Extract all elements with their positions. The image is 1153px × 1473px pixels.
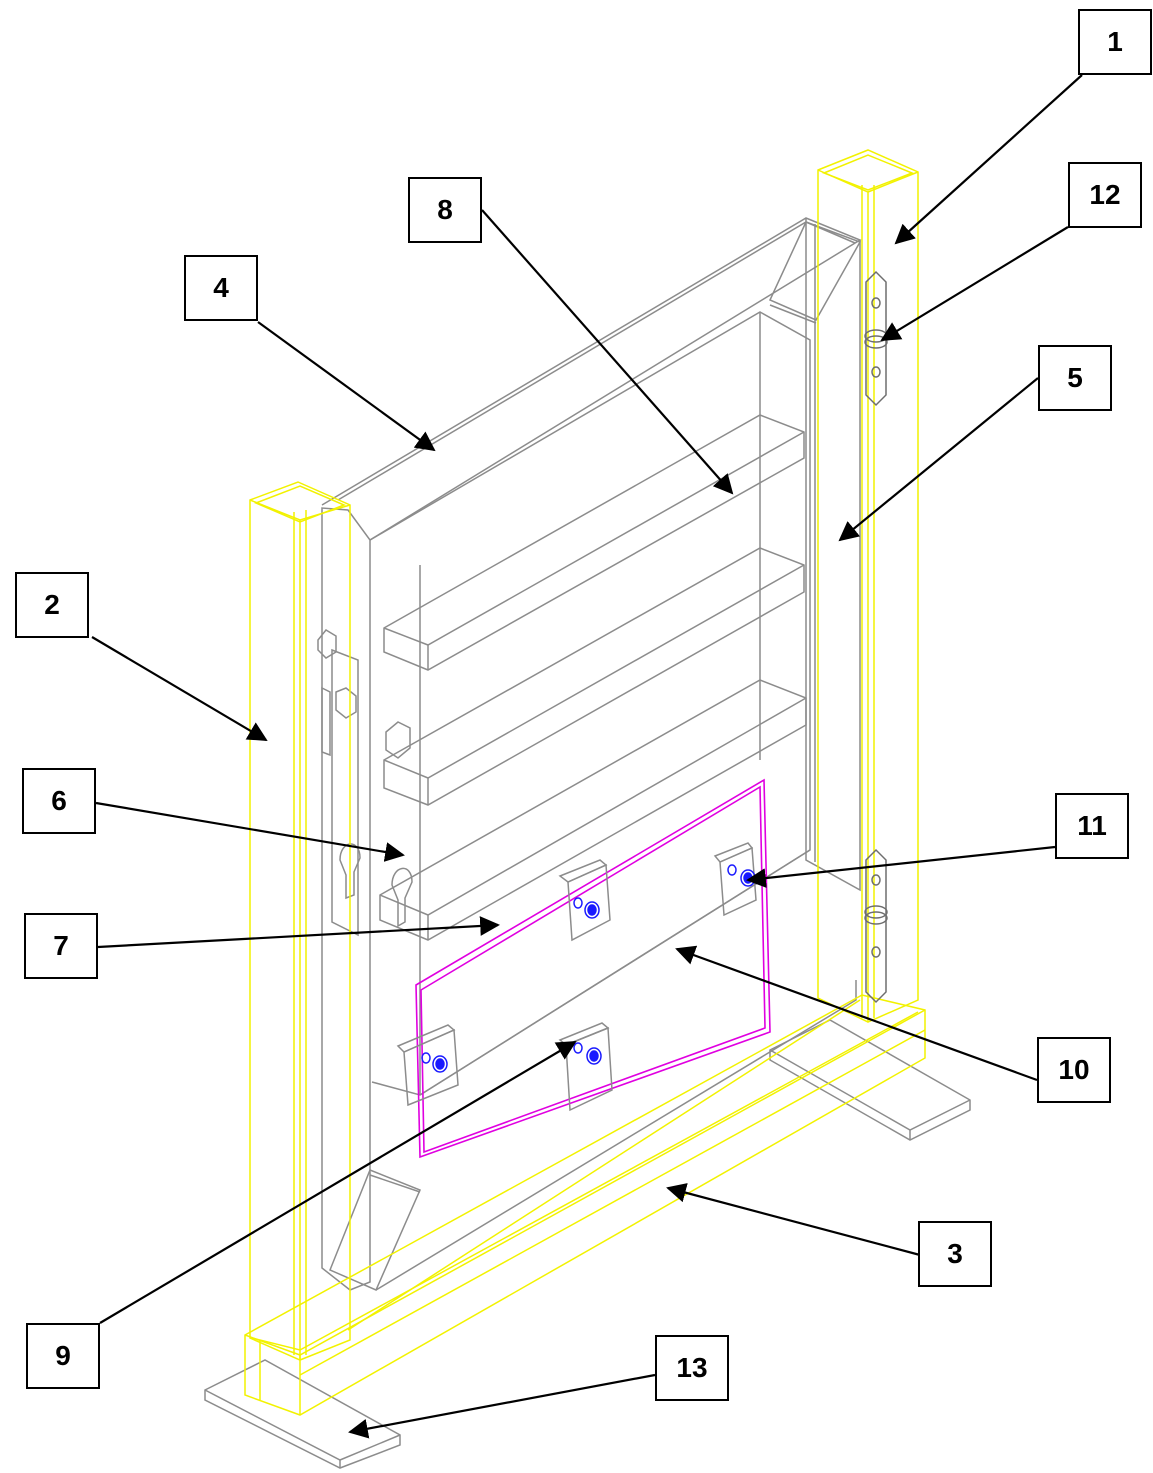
callout-7-text: 7 xyxy=(53,930,69,961)
callout-4: 4 xyxy=(184,255,258,321)
callout-2: 2 xyxy=(15,572,89,638)
leader-13 xyxy=(348,1373,656,1439)
leader-5 xyxy=(838,377,1039,542)
callout-3: 3 xyxy=(918,1221,992,1287)
callout-6: 6 xyxy=(22,768,96,834)
leader-1 xyxy=(894,74,1083,245)
brackets xyxy=(396,842,757,1112)
leader-4 xyxy=(257,321,436,452)
callout-12: 12 xyxy=(1068,162,1142,228)
callout-13: 13 xyxy=(655,1335,729,1401)
leader-6 xyxy=(95,801,405,862)
callout-5-text: 5 xyxy=(1067,362,1083,393)
callout-6-text: 6 xyxy=(51,785,67,816)
leader-8 xyxy=(481,209,734,495)
hinge-bottom xyxy=(864,848,888,1004)
leader-2 xyxy=(91,636,268,742)
leader-10 xyxy=(675,945,1038,1082)
callout-10: 10 xyxy=(1037,1037,1111,1103)
callout-10-text: 10 xyxy=(1058,1054,1090,1085)
bolts xyxy=(421,864,756,1073)
outer-frame xyxy=(244,149,926,1416)
leader-lines xyxy=(91,74,1083,1439)
callout-5: 5 xyxy=(1038,345,1112,411)
gate-leaf xyxy=(317,217,862,1291)
callout-12-text: 12 xyxy=(1089,179,1121,210)
callout-1-text: 1 xyxy=(1107,26,1123,57)
callout-2-text: 2 xyxy=(44,589,60,620)
callout-1: 1 xyxy=(1078,9,1152,75)
callout-9: 9 xyxy=(26,1323,100,1389)
callout-3-text: 3 xyxy=(947,1238,963,1269)
callout-9-text: 9 xyxy=(55,1340,71,1371)
callout-13-text: 13 xyxy=(676,1352,708,1383)
callout-8-text: 8 xyxy=(437,194,453,225)
panel-sheet xyxy=(415,778,771,1159)
leader-3 xyxy=(666,1183,921,1257)
hinge-top xyxy=(864,270,888,407)
leader-9 xyxy=(99,1040,577,1324)
leader-7 xyxy=(97,916,500,949)
callout-11-text: 11 xyxy=(1077,810,1107,841)
leader-12 xyxy=(880,226,1069,342)
callout-8: 8 xyxy=(408,177,482,243)
leader-11 xyxy=(746,845,1056,888)
foot-plates xyxy=(204,1019,971,1469)
callout-4-text: 4 xyxy=(213,272,229,303)
callout-7: 7 xyxy=(24,913,98,979)
callout-11: 11 xyxy=(1055,793,1129,859)
